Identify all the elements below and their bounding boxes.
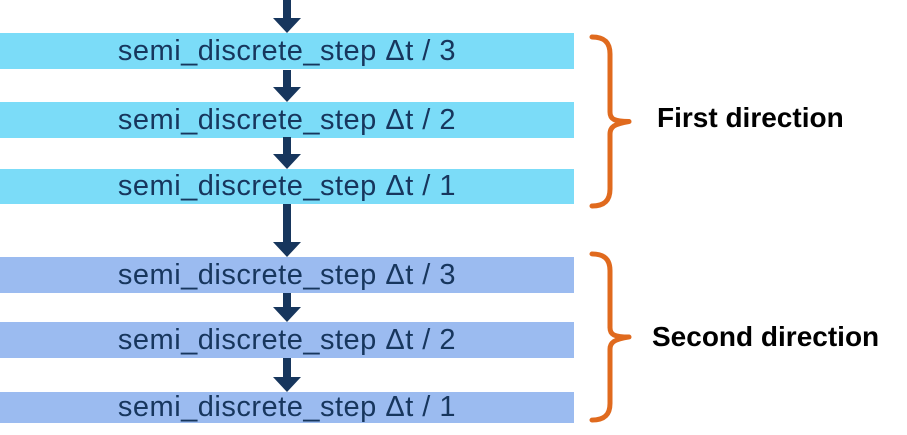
step-box: semi_discrete_step Δt / 1 [0, 169, 574, 204]
step-box: semi_discrete_step Δt / 3 [0, 257, 574, 293]
down-arrow-icon [273, 137, 301, 169]
step-label: semi_discrete_step Δt / 1 [117, 170, 457, 202]
group-label-first: First direction [657, 102, 844, 133]
step-label: semi_discrete_step Δt / 1 [117, 391, 457, 423]
down-arrow-icon [273, 358, 301, 392]
right-curly-brace-icon [588, 251, 634, 423]
down-arrow-icon [273, 293, 301, 322]
right-curly-brace-icon [588, 34, 634, 209]
step-label: semi_discrete_step Δt / 2 [117, 103, 457, 136]
step-box: semi_discrete_step Δt / 2 [0, 102, 574, 138]
down-arrow-icon [273, 0, 301, 33]
step-label: semi_discrete_step Δt / 3 [117, 258, 457, 291]
down-arrow-icon [273, 204, 301, 257]
down-arrow-icon [273, 70, 301, 102]
step-box: semi_discrete_step Δt / 3 [0, 33, 574, 69]
group-label-second: Second direction [652, 321, 880, 352]
step-box: semi_discrete_step Δt / 2 [0, 322, 574, 358]
step-label: semi_discrete_step Δt / 2 [117, 323, 457, 356]
step-box: semi_discrete_step Δt / 1 [0, 391, 574, 423]
step-label: semi_discrete_step Δt / 3 [117, 34, 457, 67]
